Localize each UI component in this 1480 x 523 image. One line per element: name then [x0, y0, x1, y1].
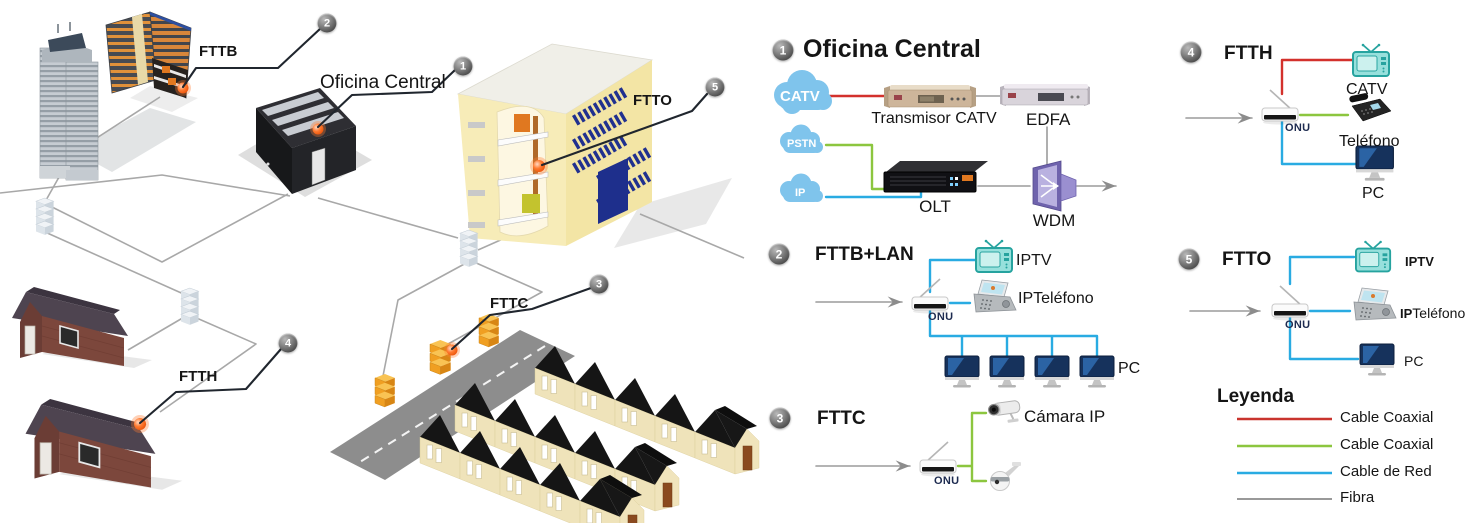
fiber-splitter-stack-2: [180, 287, 200, 326]
onu-icon-s5: [1271, 285, 1309, 322]
house-brick-ftth: [24, 398, 184, 491]
onu-icon-s4: [1261, 89, 1299, 126]
dome-camera-icon: [990, 461, 1022, 491]
scene-label-fttb: FTTB: [199, 43, 238, 60]
label-onu-s5: ONU: [1285, 319, 1311, 331]
scene-badge-2: 2: [317, 13, 337, 33]
fttb-pad: [130, 86, 198, 112]
callout-lines: [138, 26, 709, 425]
iptv-tv-icon-s5: [1354, 239, 1392, 273]
section-badge-2: 2: [768, 243, 790, 265]
section-title-fttc: FTTC: [817, 408, 866, 429]
building-skyscraper: [39, 22, 99, 181]
fiber-splitter-stack-3: [459, 229, 479, 268]
catv-tv-icon-s4: [1352, 42, 1390, 77]
section-title-oficina-central: Oficina Central: [803, 35, 981, 63]
legend-title: Leyenda: [1217, 386, 1295, 407]
scene-badge-1: 1: [453, 56, 473, 76]
ftto-shadow: [614, 178, 732, 248]
section-badge-3: 3: [769, 407, 791, 429]
cloud-label-ip: IP: [795, 187, 806, 199]
schematic-panel: [774, 42, 1397, 500]
wire-onu-pc-s5: [1288, 315, 1360, 361]
label-wdm: WDM: [1032, 211, 1076, 230]
iptv-tv-icon-s2: [975, 238, 1013, 273]
section-badge-1: 1: [772, 39, 794, 61]
legend-label-coaxial-green: Cable Coaxial: [1340, 436, 1434, 453]
label-catv-s4: CATV: [1346, 81, 1388, 98]
pc-monitor-icon-s4: [1355, 145, 1394, 182]
label-onu-s2: ONU: [928, 311, 954, 323]
scene-label-ftto: FTTO: [633, 92, 672, 109]
section-title-fttb-lan: FTTB+LAN: [815, 244, 914, 265]
label-pc-s5: PC: [1404, 353, 1424, 369]
label-onu-s3: ONU: [934, 475, 960, 487]
scene-illustration: [0, 11, 759, 523]
pc-monitor-icon-s2-4: [1079, 355, 1115, 388]
street-cabinet-2: [478, 313, 500, 348]
scene-label-fttc: FTTC: [490, 295, 529, 312]
cloud-label-catv: CATV: [780, 88, 820, 105]
pstn-cloud-icon: [780, 124, 823, 153]
wire-onu-catv: [1280, 58, 1354, 96]
ip-phone-icon-s5: [1353, 287, 1397, 321]
pc-monitor-icon-s2-1: [944, 355, 980, 388]
ip-cloud-icon: [780, 173, 823, 202]
pc-monitor-icon-s5: [1359, 343, 1395, 376]
skyscraper-shadow: [72, 108, 196, 172]
wdm-icon: [1032, 160, 1077, 212]
label-transmisor-catv: Transmisor CATV: [871, 110, 997, 127]
street-cabinet-3: [374, 373, 396, 408]
cloud-label-pstn: PSTN: [787, 138, 817, 150]
legend-label-coaxial-red: Cable Coaxial: [1340, 409, 1434, 426]
label-onu-s4: ONU: [1285, 122, 1311, 134]
wire-onu-iptv-s5: [1288, 255, 1356, 286]
scene-label-oficina-central: Oficina Central: [320, 72, 446, 93]
legend-label-red-de-red: Cable de Red: [1340, 463, 1432, 480]
catv-cloud-icon: [774, 70, 832, 114]
label-pc-s4: PC: [1362, 185, 1385, 202]
ip-phone-icon-s2: [973, 279, 1017, 313]
building-central-office: [256, 88, 356, 194]
building-fttb: [105, 11, 192, 99]
bullet-camera-icon: [986, 399, 1023, 427]
wire-onu-pc-s4: [1280, 119, 1358, 166]
section-title-ftto: FTTO: [1222, 249, 1272, 270]
section-badge-4: 4: [1180, 41, 1202, 63]
label-ip-telefono-s5: IPTeléfono: [1400, 305, 1466, 321]
pc-monitor-icon-s2-3: [1034, 355, 1070, 388]
label-camara-ip: Cámara IP: [1024, 407, 1106, 426]
section-badge-5: 5: [1178, 248, 1200, 270]
pc-monitor-icon-s2-2: [989, 355, 1025, 388]
fiber-splitter-stack-1: [35, 197, 55, 236]
label-iptv-s2: IPTV: [1016, 252, 1052, 269]
house-brick: [11, 286, 153, 369]
road: [330, 330, 575, 480]
scene-badge-5: 5: [705, 77, 725, 97]
building-ftto: [456, 43, 654, 246]
section-title-ftth: FTTH: [1224, 43, 1273, 64]
scene-badge-4: 4: [278, 333, 298, 353]
wire-onu-cameras: [956, 411, 988, 483]
onu-icon-s3: [919, 441, 957, 478]
label-olt: OLT: [919, 197, 951, 216]
catv-transmitter-icon: [884, 85, 976, 108]
label-iptv-s5: IPTV: [1405, 254, 1434, 269]
olt-icon: [883, 161, 988, 193]
legend-label-fibra: Fibra: [1340, 489, 1375, 506]
label-edfa: EDFA: [1026, 110, 1071, 129]
label-ip-telefono-s2: IPTeléfono: [1018, 290, 1094, 307]
scene-label-ftth: FTTH: [179, 368, 218, 385]
wire-onu-iptv-s2: [928, 258, 978, 294]
wire-onu-lan-s2: [928, 309, 1099, 358]
label-telefono-s4: Teléfono: [1339, 133, 1400, 150]
scene-badge-3: 3: [589, 274, 609, 294]
edfa-icon: [1000, 84, 1090, 106]
label-pc-s2: PC: [1118, 360, 1141, 377]
